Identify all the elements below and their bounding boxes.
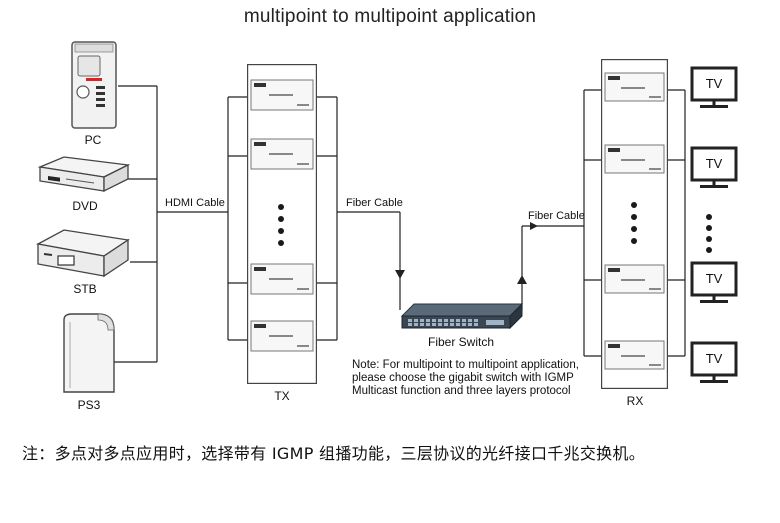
fiber-cable-label-right: Fiber Cable	[528, 210, 585, 222]
arrow-down-icon	[395, 270, 405, 279]
tx-label: TX	[274, 389, 290, 403]
english-note: Note: For multipoint to multipoint appli…	[352, 359, 579, 397]
ellipsis-dots-icon	[278, 204, 284, 246]
tv-icon	[690, 66, 738, 108]
dvd-player-icon	[37, 156, 130, 193]
arrow-right-icon	[530, 222, 538, 230]
fiber-switch-label: Fiber Switch	[428, 335, 495, 349]
pc-tower-icon	[71, 41, 117, 129]
source-label-pc: PC	[84, 133, 102, 147]
tv-label: TV	[705, 271, 723, 286]
fiber-switch-icon	[400, 302, 524, 330]
diagram-title: multipoint to multipoint application	[243, 6, 537, 27]
fiber-cable-label-left: Fiber Cable	[346, 197, 403, 209]
source-label-dvd: DVD	[72, 199, 98, 213]
source-label-ps3: PS3	[77, 398, 101, 412]
arrow-up-icon	[517, 275, 527, 284]
hdmi-cable-label: HDMI Cable	[165, 197, 225, 209]
ellipsis-dots-icon	[706, 214, 712, 253]
tv-icon	[690, 261, 738, 303]
tx-rack	[247, 64, 317, 384]
rx-label: RX	[626, 394, 644, 408]
rx-rack	[601, 59, 668, 389]
ps3-console-icon	[63, 313, 115, 393]
chinese-note: 注：多点对多点应用时，选择带有 IGMP 组播功能，三层协议的光纤接口千兆交换机…	[22, 444, 646, 463]
tv-icon	[690, 146, 738, 188]
tv-icon	[690, 341, 738, 383]
ellipsis-dots-icon	[631, 202, 637, 244]
tv-label: TV	[705, 76, 723, 91]
tv-label: TV	[705, 351, 723, 366]
tv-label: TV	[705, 156, 723, 171]
set-top-box-icon	[36, 229, 130, 278]
source-label-stb: STB	[73, 282, 97, 296]
